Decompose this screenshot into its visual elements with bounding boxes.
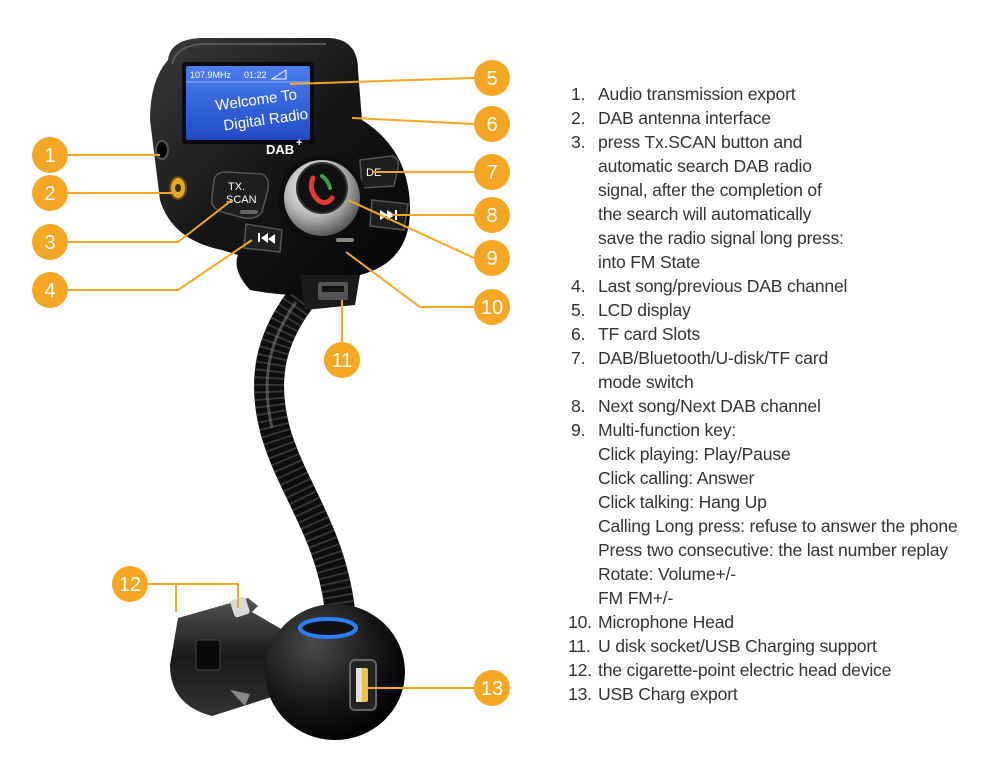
svg-text:10: 10	[481, 297, 503, 319]
svg-text:13: 13	[481, 678, 503, 700]
callout-6: 6	[474, 106, 510, 142]
feature-item-13: 13. USB Charg export	[568, 682, 988, 706]
previous-button[interactable]	[243, 223, 283, 253]
lcd-display: 107.9MHz 01:22 Welcome To Digital Radio	[182, 62, 314, 144]
feature-item-12: 12. the cigarette-point electric head dev…	[568, 658, 988, 682]
item-text: Rotate: Volume+/-	[598, 564, 736, 584]
svg-text:3: 3	[44, 232, 55, 254]
item-number: 13.	[568, 684, 592, 704]
ball-base	[265, 604, 405, 740]
item-text: save the radio signal long press:	[598, 228, 844, 248]
item-text: Last song/previous DAB channel	[598, 276, 848, 296]
svg-text:1: 1	[44, 145, 55, 167]
leader-lines	[68, 77, 475, 689]
item-number: 7.	[571, 348, 586, 368]
item-text: TF card Slots	[598, 324, 701, 344]
item-text: Calling Long press: refuse to answer the…	[598, 516, 958, 536]
svg-text:11: 11	[332, 350, 353, 372]
item-number: 1.	[571, 84, 586, 104]
multifunction-knob[interactable]	[278, 156, 366, 244]
dab-logo: DAB +	[266, 137, 302, 157]
item-number: 3.	[571, 132, 586, 152]
previous-icon	[258, 233, 275, 244]
lcd-frequency: 107.9MHz	[190, 70, 232, 80]
item-number: 12.	[568, 660, 592, 680]
item-text: automatic search DAB radio	[598, 156, 812, 176]
item-text: Press two consecutive: the last number r…	[598, 540, 948, 560]
item-text: Next song/Next DAB channel	[598, 396, 821, 416]
feature-item-5: 5. LCD display	[568, 298, 988, 322]
tx-label: TX.	[228, 181, 245, 193]
gooseneck-arm	[254, 285, 355, 625]
feature-item-10: 10. Microphone Head	[568, 610, 988, 634]
item-text: FM FM+/-	[598, 588, 674, 608]
item-text: U disk socket/USB Charging support	[598, 636, 877, 656]
svg-text:7: 7	[486, 162, 497, 184]
item-text: Microphone Head	[598, 612, 734, 632]
item-text: Click talking: Hang Up	[598, 492, 767, 512]
item-text: Click playing: Play/Pause	[598, 444, 791, 464]
item-number: 6.	[571, 324, 586, 344]
item-text: signal, after the completion of	[598, 180, 822, 200]
item-text: Audio transmission export	[598, 84, 796, 104]
callout-12: 12	[112, 566, 148, 602]
scan-label: SCAN	[226, 194, 257, 206]
callout-10: 10	[474, 289, 510, 325]
item-text: mode switch	[598, 372, 694, 392]
callout-9: 9	[474, 240, 510, 276]
item-text: Multi-function key:	[598, 420, 736, 440]
svg-text:12: 12	[119, 574, 141, 596]
product-diagram: 107.9MHz 01:22 Welcome To Digital Radio …	[32, 38, 510, 740]
item-number: 9.	[571, 420, 586, 440]
lcd-time: 01:22	[244, 70, 267, 80]
feature-item-4: 4. Last song/previous DAB channel	[568, 274, 988, 298]
svg-text:4: 4	[44, 280, 55, 302]
item-text: DAB antenna interface	[598, 108, 771, 128]
callout-2: 2	[32, 175, 68, 211]
callout-13: 13	[474, 670, 510, 706]
item-text: the search will automatically	[598, 204, 812, 224]
signal-icon	[270, 69, 287, 80]
svg-text:2: 2	[44, 183, 55, 205]
item-number: 10.	[568, 612, 592, 632]
item-text: into FM State	[598, 252, 701, 272]
item-number: 4.	[571, 276, 586, 296]
feature-list: 1. Audio transmission export 2. DAB antenn…	[568, 82, 988, 706]
feature-item-7: 7. DAB/Bluetooth/U-disk/TF card mode swi…	[568, 346, 988, 394]
feature-item-8: 8. Next song/Next DAB channel	[568, 394, 988, 418]
item-text: LCD display	[598, 300, 691, 320]
item-number: 11.	[568, 636, 591, 656]
callout-5: 5	[474, 60, 510, 96]
svg-text:8: 8	[486, 205, 497, 227]
dab-logo-text: DAB	[266, 142, 294, 157]
feature-item-9: 9. Multi-function key: Click playing: Pl…	[568, 418, 988, 610]
callout-7: 7	[474, 154, 510, 190]
feature-item-6: 6. TF card Slots	[568, 322, 988, 346]
feature-item-1: 1. Audio transmission export	[568, 82, 988, 106]
callout-1: 1	[32, 137, 68, 173]
tx-scan-button[interactable]: TX. SCAN	[210, 171, 270, 220]
item-number: 2.	[571, 108, 586, 128]
svg-text:6: 6	[486, 114, 497, 136]
callout-4: 4	[32, 272, 68, 308]
callout-11: 11	[324, 342, 360, 378]
item-text: Click calling: Answer	[598, 468, 755, 488]
phone-icon	[308, 174, 335, 206]
callout-8: 8	[474, 197, 510, 233]
item-text: USB Charg export	[598, 684, 738, 704]
feature-item-2: 2. DAB antenna interface	[568, 106, 988, 130]
item-number: 5.	[571, 300, 586, 320]
item-text: the cigarette-point electric head device	[598, 660, 892, 680]
callout-3: 3	[32, 224, 68, 260]
item-text: press Tx.SCAN button and	[598, 132, 803, 152]
svg-text:9: 9	[486, 248, 497, 270]
item-number: 8.	[571, 396, 586, 416]
item-text: DAB/Bluetooth/U-disk/TF card	[598, 348, 829, 368]
svg-text:5: 5	[486, 68, 497, 90]
dab-logo-plus: +	[296, 137, 302, 149]
feature-item-11: 11. U disk socket/USB Charging support	[568, 634, 988, 658]
feature-item-3: 3. press Tx.SCAN button and automatic se…	[568, 130, 988, 274]
